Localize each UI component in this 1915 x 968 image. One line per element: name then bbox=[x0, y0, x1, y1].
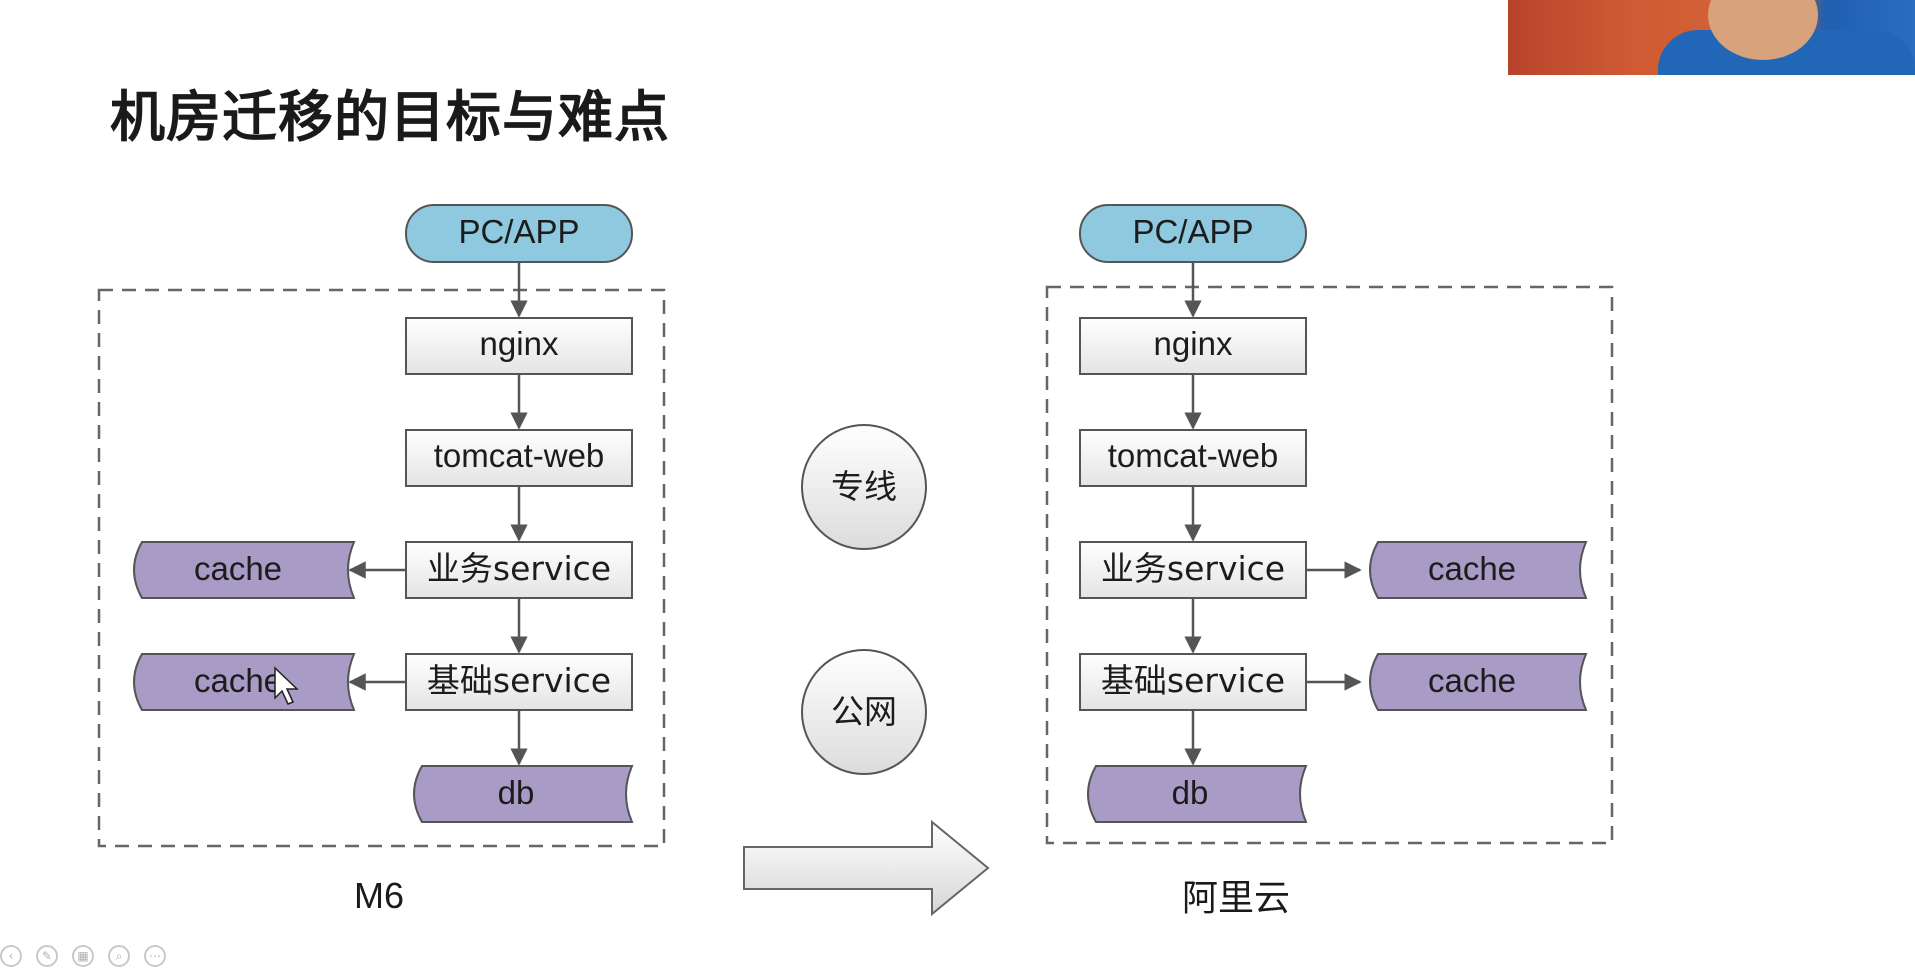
right-biz-service-node: 业务service bbox=[1079, 541, 1307, 599]
left-nginx-node: nginx bbox=[405, 317, 633, 375]
pen-icon[interactable]: ✎ bbox=[36, 945, 58, 967]
left-biz-service-node: 业务service bbox=[405, 541, 633, 599]
left-client-label: PC/APP bbox=[458, 213, 579, 250]
right-environment: PC/APP nginx tomcat-web 业务service 基础serv… bbox=[1045, 204, 1614, 919]
left-db-node: db bbox=[413, 765, 634, 823]
left-base-service-node: 基础service bbox=[405, 653, 633, 711]
slides-icon[interactable]: ▦ bbox=[72, 945, 94, 967]
link-public-network: 公网 bbox=[801, 649, 927, 775]
right-web-node: tomcat-web bbox=[1079, 429, 1307, 487]
migration-arrow-icon bbox=[743, 819, 990, 917]
left-cache-1-node: cache bbox=[133, 541, 356, 599]
left-environment: PC/APP nginx tomcat-web 业务service 基础serv… bbox=[97, 204, 666, 916]
right-base-service-label: 基础service bbox=[1101, 661, 1285, 700]
left-boundary bbox=[97, 288, 666, 848]
right-db-node: db bbox=[1087, 765, 1308, 823]
zoom-icon[interactable]: ⌕ bbox=[108, 945, 130, 967]
right-env-label: 阿里云 bbox=[1182, 878, 1290, 919]
right-boundary bbox=[1045, 285, 1614, 845]
right-db-label: db bbox=[1172, 774, 1209, 811]
left-cache-2-node: cache bbox=[133, 653, 356, 711]
left-db-label: db bbox=[498, 774, 535, 811]
left-client-node: PC/APP bbox=[405, 204, 633, 263]
right-client-node: PC/APP bbox=[1079, 204, 1307, 263]
left-base-service-label: 基础service bbox=[427, 661, 611, 700]
public-network-label: 公网 bbox=[831, 692, 897, 731]
slideshow-toolbar[interactable]: ‹ ✎ ▦ ⌕ ⋯ bbox=[0, 944, 200, 968]
more-icon[interactable]: ⋯ bbox=[144, 945, 166, 967]
webcam-overlay bbox=[1508, 0, 1915, 75]
left-cache-1-label: cache bbox=[194, 550, 282, 587]
right-biz-service-label: 业务service bbox=[1101, 549, 1285, 588]
right-cache-1-label: cache bbox=[1428, 550, 1516, 587]
left-env-label: M6 bbox=[354, 875, 404, 916]
right-nginx-node: nginx bbox=[1079, 317, 1307, 375]
dedicated-line-label: 专线 bbox=[831, 467, 897, 506]
right-base-service-node: 基础service bbox=[1079, 653, 1307, 711]
link-dedicated-line: 专线 bbox=[801, 424, 927, 550]
left-nginx-label: nginx bbox=[480, 325, 559, 362]
right-nginx-label: nginx bbox=[1154, 325, 1233, 362]
left-web-node: tomcat-web bbox=[405, 429, 633, 487]
right-cache-2-node: cache bbox=[1369, 653, 1588, 711]
prev-icon[interactable]: ‹ bbox=[0, 945, 22, 967]
right-cache-2-label: cache bbox=[1428, 662, 1516, 699]
right-cache-1-node: cache bbox=[1369, 541, 1588, 599]
left-web-label: tomcat-web bbox=[434, 437, 605, 474]
left-cache-2-label: cache bbox=[194, 662, 282, 699]
slide-title: 机房迁移的目标与难点 bbox=[110, 85, 671, 149]
mouse-cursor-icon bbox=[274, 666, 299, 705]
left-biz-service-label: 业务service bbox=[427, 549, 611, 588]
right-web-label: tomcat-web bbox=[1108, 437, 1279, 474]
right-client-label: PC/APP bbox=[1132, 213, 1253, 250]
